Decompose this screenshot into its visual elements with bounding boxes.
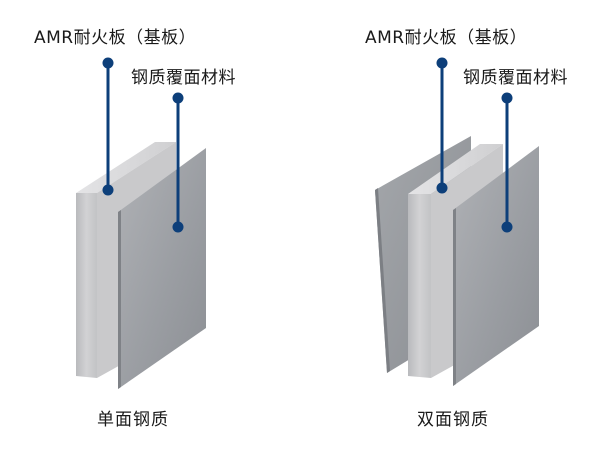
single-sided-caption: 单面钢质 — [97, 410, 169, 430]
cover-label: 钢质覆面材料 — [463, 68, 568, 88]
substrate-pin-top — [102, 57, 114, 69]
single-sided-panel-illustration — [76, 57, 206, 389]
cover-label: 钢质覆面材料 — [131, 68, 236, 88]
substrate-pin-bottom — [102, 184, 114, 196]
substrate-core-top — [408, 144, 503, 194]
steel-back-edge — [375, 188, 390, 373]
cover-pin-bottom — [501, 221, 513, 233]
substrate-label: AMR耐火板（基板） — [365, 28, 528, 48]
substrate-core-top — [76, 142, 176, 193]
steel-cover-edge — [118, 210, 121, 389]
substrate-label: AMR耐火板（基板） — [34, 28, 197, 48]
double-sided-diagram: AMR耐火板（基板） 钢质覆面材料 双面钢质 — [303, 0, 606, 456]
double-sided-panel-illustration — [375, 57, 539, 386]
substrate-pin-top — [436, 57, 448, 69]
substrate-core-face — [76, 193, 97, 378]
cover-pin-top — [172, 92, 184, 104]
double-sided-caption: 双面钢质 — [417, 410, 489, 430]
substrate-core-face — [408, 194, 431, 378]
steel-cover-sheet — [118, 148, 206, 389]
cover-pin-bottom — [172, 221, 184, 233]
steel-front-edge — [453, 208, 456, 386]
steel-front-sheet — [453, 146, 539, 386]
cover-pin-top — [501, 92, 513, 104]
single-sided-diagram: AMR耐火板（基板） 钢质覆面材料 单面钢质 — [34, 28, 236, 430]
substrate-pin-bottom — [436, 182, 448, 194]
